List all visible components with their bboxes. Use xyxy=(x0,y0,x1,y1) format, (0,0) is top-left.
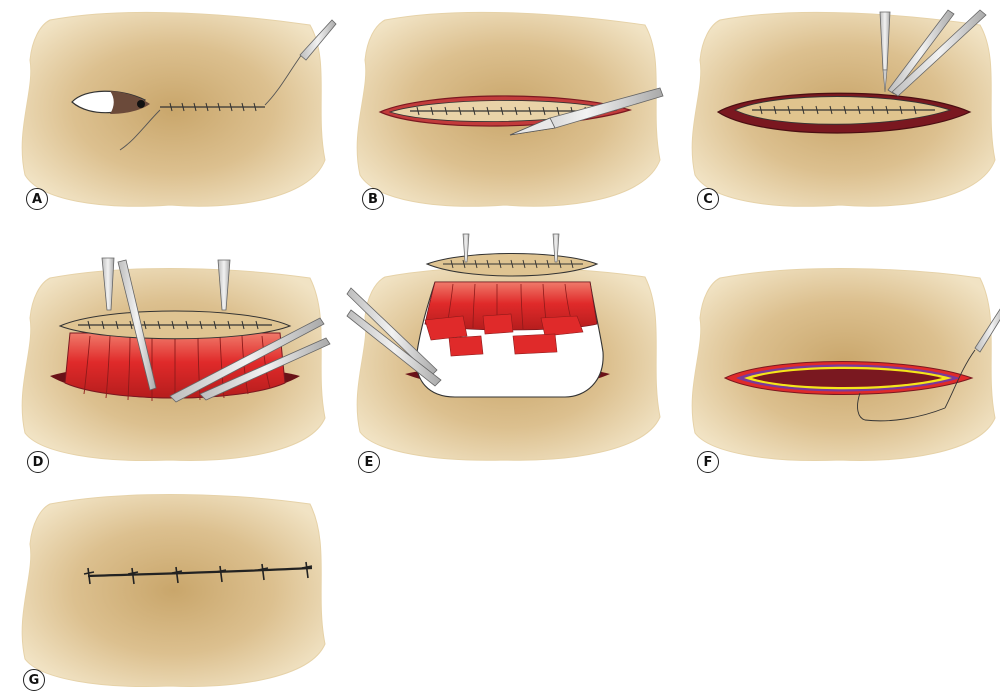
panel-g: G xyxy=(10,464,340,696)
panel-label-c: C xyxy=(697,188,719,210)
panel-a: A xyxy=(10,0,340,232)
skin-excision-illustration-c xyxy=(680,0,1000,232)
panel-label-e: E xyxy=(358,451,380,473)
skin-excision-illustration-d xyxy=(10,238,340,470)
panel-d: D xyxy=(10,238,340,470)
panel-f: F xyxy=(680,238,1000,470)
skin-excision-illustration-g xyxy=(10,464,340,696)
skin-excision-illustration-e xyxy=(345,232,675,464)
panel-label-a: A xyxy=(26,188,48,210)
panel-label-f: F xyxy=(697,451,719,473)
panel-e: E xyxy=(345,232,675,464)
panel-b: B xyxy=(345,0,675,232)
panel-c: C xyxy=(680,0,1000,232)
panel-label-b: B xyxy=(362,188,384,210)
skin-excision-illustration-f xyxy=(680,238,1000,470)
skin-excision-illustration-a xyxy=(10,0,340,232)
skin-excision-illustration-b xyxy=(345,0,675,232)
panel-label-g: G xyxy=(23,669,45,691)
